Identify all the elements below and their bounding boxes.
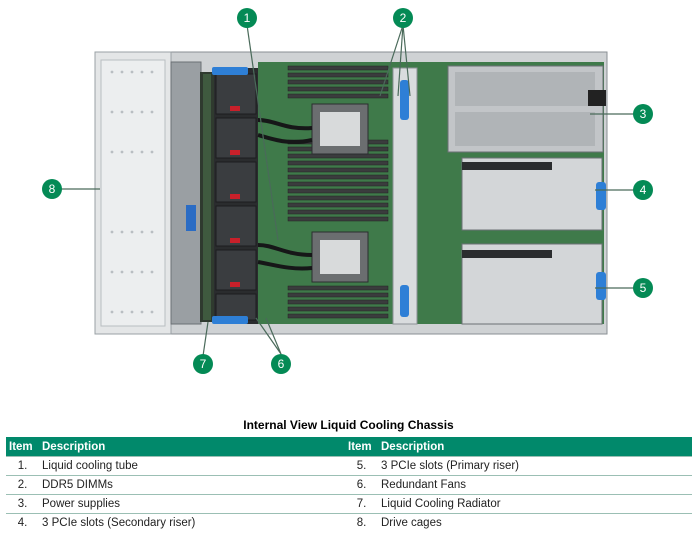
svg-text:5: 5 xyxy=(640,281,647,295)
drive-cage xyxy=(94,51,172,335)
backplane xyxy=(170,61,202,325)
liquid-cooling-tube xyxy=(257,118,313,271)
item-description: Drive cages xyxy=(378,513,692,532)
item-description: Power supplies xyxy=(39,494,345,514)
item-description: 3 PCIe slots (Primary riser) xyxy=(378,456,692,476)
item-number: 7. xyxy=(345,494,378,514)
header-description-left: Description xyxy=(39,437,345,457)
callout-4: 4 xyxy=(633,180,653,200)
figure-caption: Internal View Liquid Cooling Chassis xyxy=(243,418,454,432)
ddr5-dimms xyxy=(287,65,389,319)
item-description: Redundant Fans xyxy=(378,475,692,495)
item-number: 6. xyxy=(345,475,378,495)
callout-3: 3 xyxy=(633,104,653,124)
item-description: Liquid cooling tube xyxy=(39,456,345,476)
server-chassis-figure: 1 2 3 4 5 6 7 8 xyxy=(42,8,653,374)
legend-header-row: Item Description Item Description xyxy=(6,437,692,457)
callout-2: 2 xyxy=(393,8,413,28)
table-row: 4. 3 PCIe slots (Secondary riser) 8. Dri… xyxy=(6,513,692,532)
svg-text:6: 6 xyxy=(278,357,285,371)
svg-text:1: 1 xyxy=(244,11,251,25)
item-number: 2. xyxy=(6,475,39,495)
callout-8: 8 xyxy=(42,179,62,199)
callout-7: 7 xyxy=(193,354,213,374)
svg-text:3: 3 xyxy=(640,107,647,121)
item-number: 5. xyxy=(345,456,378,476)
table-row: 2. DDR5 DIMMs 6. Redundant Fans xyxy=(6,475,692,495)
callout-6: 6 xyxy=(271,354,291,374)
liquid-cooling-radiator xyxy=(200,72,214,322)
table-row: 1. Liquid cooling tube 5. 3 PCIe slots (… xyxy=(6,456,692,476)
header-description-right: Description xyxy=(378,437,692,457)
svg-text:8: 8 xyxy=(49,182,56,196)
item-number: 8. xyxy=(345,513,378,532)
redundant-fans xyxy=(212,67,258,324)
power-supplies xyxy=(447,65,606,153)
item-description: Liquid Cooling Radiator xyxy=(378,494,692,514)
item-description: 3 PCIe slots (Secondary riser) xyxy=(39,513,345,532)
pcie-riser-primary xyxy=(461,243,606,325)
header-item-left: Item xyxy=(6,437,39,457)
item-number: 4. xyxy=(6,513,39,532)
legend-table: Item Description Item Description 1. Liq… xyxy=(6,437,692,532)
table-row: 3. Power supplies 7. Liquid Cooling Radi… xyxy=(6,494,692,514)
leader-lines xyxy=(60,24,634,357)
svg-text:4: 4 xyxy=(640,183,647,197)
callout-5: 5 xyxy=(633,278,653,298)
svg-text:2: 2 xyxy=(400,11,407,25)
callout-1: 1 xyxy=(237,8,257,28)
svg-text:7: 7 xyxy=(200,357,207,371)
pcie-riser-secondary xyxy=(461,157,606,231)
item-number: 3. xyxy=(6,494,39,514)
item-description: DDR5 DIMMs xyxy=(39,475,345,495)
item-number: 1. xyxy=(6,456,39,476)
header-item-right: Item xyxy=(345,437,378,457)
cpu-cold-plates xyxy=(311,103,369,283)
